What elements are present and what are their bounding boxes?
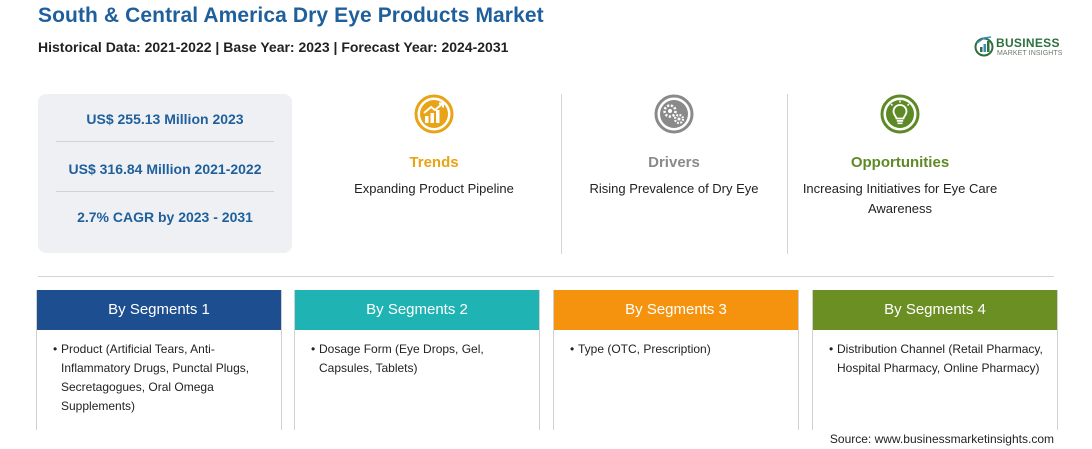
drivers-description: Rising Prevalence of Dry Eye <box>589 181 759 196</box>
segment-card-1: By Segments 1 • Product (Artificial Tear… <box>36 290 282 430</box>
logo-icon <box>974 36 994 57</box>
opportunities-block: Opportunities Increasing Initiatives for… <box>794 94 1006 219</box>
trends-description: Expanding Product Pipeline <box>354 181 514 196</box>
trend-chart-icon <box>414 94 454 134</box>
segment-1-item: Product (Artificial Tears, Anti-Inflamma… <box>61 342 250 413</box>
bullet-icon: • <box>53 342 58 356</box>
segment-3-title: By Segments 3 <box>554 290 798 330</box>
market-value-2023: US$ 255.13 Million 2023 <box>86 111 244 127</box>
source-credit: Source: www.businessmarketinsights.com <box>829 432 1054 446</box>
opportunities-description: Increasing Initiatives for Eye Care Awar… <box>802 181 998 216</box>
logo-brand: BUSINESS <box>996 36 1060 50</box>
segment-3-item: Type (OTC, Prescription) <box>578 342 711 356</box>
segment-2-item: Dosage Form (Eye Drops, Gel, Capsules, T… <box>319 342 484 375</box>
factor-divider <box>787 94 788 254</box>
segment-card-4: By Segments 4 • Distribution Channel (Re… <box>812 290 1058 430</box>
segment-1-list: • Product (Artificial Tears, Anti-Inflam… <box>37 330 281 416</box>
market-value-historical: US$ 316.84 Million 2021-2022 <box>68 161 262 177</box>
bullet-icon: • <box>570 342 575 356</box>
segment-4-title: By Segments 4 <box>813 290 1057 330</box>
factor-divider <box>561 94 562 254</box>
segment-4-list: • Distribution Channel (Retail Pharmacy,… <box>813 330 1057 378</box>
drivers-heading: Drivers <box>648 154 700 171</box>
gears-icon <box>654 94 694 134</box>
bullet-icon: • <box>829 342 834 356</box>
segment-3-list: • Type (OTC, Prescription) <box>554 330 798 359</box>
page-subtitle: Historical Data: 2021-2022 | Base Year: … <box>38 39 509 55</box>
trends-block: Trends Expanding Product Pipeline <box>328 94 540 199</box>
stat-divider <box>56 141 274 142</box>
lightbulb-icon <box>880 94 920 134</box>
segment-card-3: By Segments 3 • Type (OTC, Prescription) <box>553 290 799 430</box>
drivers-block: Drivers Rising Prevalence of Dry Eye <box>568 94 780 199</box>
section-divider <box>38 276 1054 277</box>
bullet-icon: • <box>311 342 316 356</box>
logo-tagline: MARKET INSIGHTS <box>997 50 1063 57</box>
segment-4-item: Distribution Channel (Retail Pharmacy, H… <box>837 342 1043 375</box>
market-cagr: 2.7% CAGR by 2023 - 2031 <box>77 209 253 225</box>
market-stats-panel: US$ 255.13 Million 2023 US$ 316.84 Milli… <box>38 94 292 253</box>
segment-2-list: • Dosage Form (Eye Drops, Gel, Capsules,… <box>295 330 539 378</box>
company-logo: BUSINESS MARKET INSIGHTS <box>974 34 1064 60</box>
opportunities-heading: Opportunities <box>850 154 950 171</box>
trends-heading: Trends <box>409 154 459 171</box>
segment-card-2: By Segments 2 • Dosage Form (Eye Drops, … <box>294 290 540 430</box>
segment-2-title: By Segments 2 <box>295 290 539 330</box>
stat-divider <box>56 191 274 192</box>
page-title: South & Central America Dry Eye Products… <box>38 4 544 27</box>
segment-1-title: By Segments 1 <box>37 290 281 330</box>
